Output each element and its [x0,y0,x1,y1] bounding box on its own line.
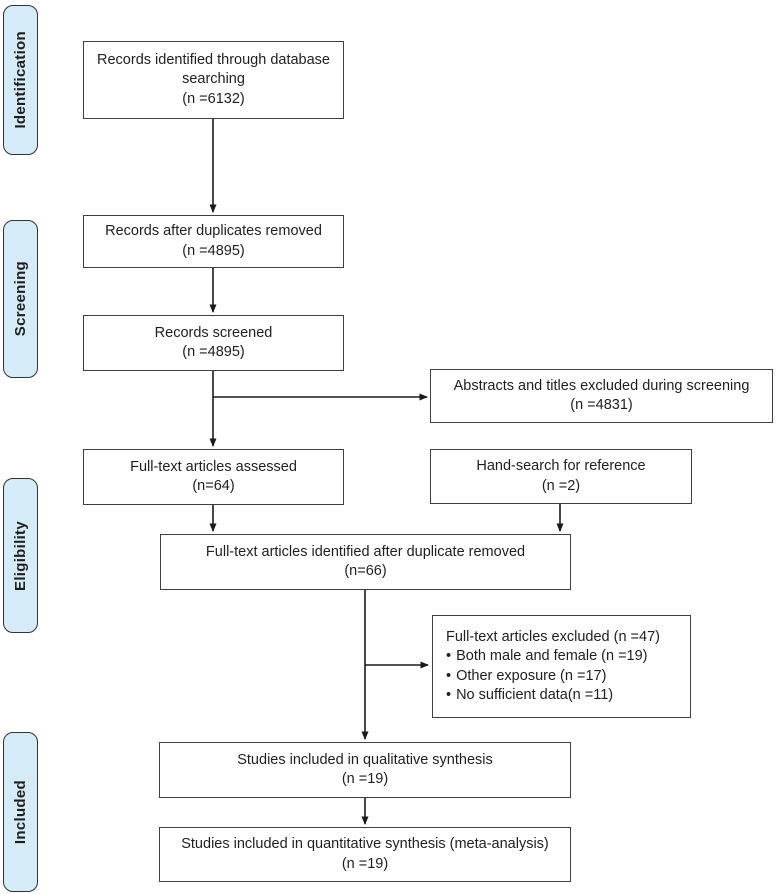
box-records-identified-label: Records identified through database sear… [97,52,330,88]
box-records-screened-label: Records screened [154,324,273,341]
stage-included: Included [3,732,38,892]
box-records-identified: Records identified through database sear… [83,41,344,119]
box-fulltext-identified: Full-text articles identified after dupl… [160,534,571,590]
box-qualitative-synthesis: Studies included in qualitative synthesi… [159,742,571,798]
stage-included-label: Included [12,779,29,845]
stage-screening: Screening [3,220,38,378]
stage-eligibility: Eligibility [3,478,38,633]
box-records-screened-count: (n =4895) [182,344,245,360]
box-hand-search-count: (n =2) [541,477,581,494]
box-hand-search-label: Hand-search for reference [476,458,646,475]
box-records-identified-count: (n =6132) [182,90,245,107]
excluded-reason-item: Both male and female (n =19) [446,647,647,666]
stage-screening-label: Screening [12,261,29,337]
box-fulltext-excluded-title: Full-text articles excluded (n =47) [446,629,660,646]
box-records-screened: Records screened (n =4895) [83,315,344,371]
box-fulltext-identified-label: Full-text articles identified after dupl… [205,543,526,560]
box-fulltext-excluded: Full-text articles excluded (n =47) Both… [432,615,691,718]
box-abstracts-excluded-label: Abstracts and titles excluded during scr… [453,377,750,394]
stage-identification: Identification [3,5,38,155]
excluded-reason-item: Other exposure (n =17) [446,667,648,686]
stage-eligibility-label: Eligibility [12,520,29,591]
box-fulltext-excluded-reasons: Both male and female (n =19) Other expos… [446,647,648,705]
box-fulltext-assessed: Full-text articles assessed (n=64) [83,449,344,505]
box-duplicates-removed-label: Records after duplicates removed [105,223,322,240]
box-quantitative-synthesis-count: (n =19) [341,855,389,872]
box-quantitative-synthesis-label: Studies included in quantitative synthes… [181,836,549,853]
box-duplicates-removed-count: (n =4895) [182,242,245,259]
box-quantitative-synthesis: Studies included in quantitative synthes… [159,827,571,882]
box-duplicates-removed: Records after duplicates removed (n =489… [83,215,344,268]
box-fulltext-assessed-label: Full-text articles assessed [130,458,297,475]
excluded-reason-item: No sufficient data(n =11) [446,686,648,705]
box-qualitative-synthesis-count: (n =19) [341,771,389,787]
box-abstracts-excluded: Abstracts and titles excluded during scr… [430,369,773,423]
box-fulltext-identified-count: (n=66) [344,563,387,579]
box-hand-search: Hand-search for reference (n =2) [430,449,692,504]
stage-identification-label: Identification [12,31,29,129]
box-abstracts-excluded-count: (n =4831) [570,397,633,413]
box-fulltext-assessed-count: (n=64) [192,478,235,494]
box-qualitative-synthesis-label: Studies included in qualitative synthesi… [237,751,493,768]
